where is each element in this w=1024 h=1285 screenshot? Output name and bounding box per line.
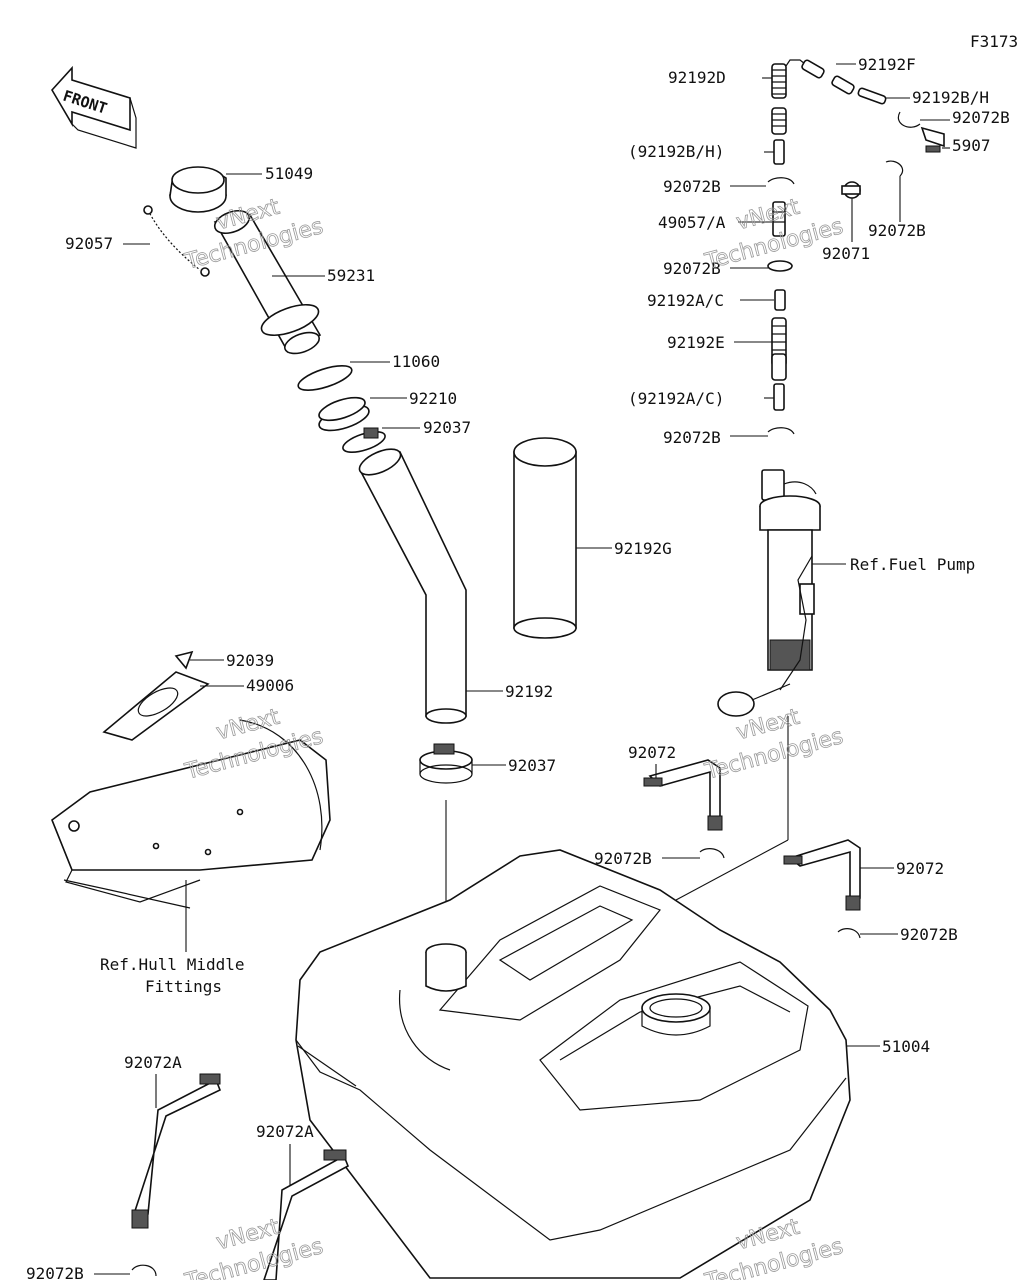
hose-clamp-lower bbox=[419, 743, 473, 784]
label-92192: 92192 bbox=[505, 682, 553, 701]
pump-strap-upper bbox=[643, 759, 723, 831]
label-92072a-1: 92072A bbox=[124, 1053, 182, 1072]
label-92210: 92210 bbox=[409, 389, 457, 408]
label-92192e: 92192E bbox=[667, 333, 725, 352]
label-92072b-2: 92072B bbox=[663, 177, 721, 196]
label-49006: 49006 bbox=[246, 676, 294, 695]
label-92192ac-paren: (92192A/C) bbox=[628, 389, 724, 408]
label-92072b-1: 92072B bbox=[952, 108, 1010, 127]
label-92072-upper: 92072 bbox=[628, 743, 676, 762]
pump-strap-lower bbox=[783, 839, 861, 911]
filler-neck bbox=[213, 209, 322, 355]
label-92037-upper: 92037 bbox=[423, 418, 471, 437]
label-92072b-4: 92072B bbox=[663, 259, 721, 278]
label-92039: 92039 bbox=[226, 651, 274, 670]
label-92072b-3: 92072B bbox=[868, 221, 926, 240]
clip-icon bbox=[837, 928, 861, 939]
front-arrow-icon: FRONT bbox=[51, 65, 137, 149]
label-51004: 51004 bbox=[882, 1037, 930, 1056]
label-92072b-7: 92072B bbox=[900, 925, 958, 944]
fuel-tank bbox=[295, 849, 851, 1279]
label-92072a-2: 92072A bbox=[256, 1122, 314, 1141]
hose-clamp-upper bbox=[342, 427, 386, 454]
hull-middle-fittings bbox=[51, 719, 331, 909]
gasket bbox=[297, 365, 353, 391]
figure-code: F3173 bbox=[970, 32, 1018, 51]
label-92072b-5: 92072B bbox=[663, 428, 721, 447]
label-92192bh: 92192B/H bbox=[912, 88, 989, 107]
label-51049: 51049 bbox=[265, 164, 313, 183]
label-92072b-6: 92072B bbox=[594, 849, 652, 868]
label-ref-fuel-pump: Ref.Fuel Pump bbox=[850, 555, 975, 574]
mount-plate bbox=[102, 671, 210, 741]
label-5907: 5907 bbox=[952, 136, 991, 155]
clip-icon bbox=[131, 1264, 157, 1277]
label-92037-lower: 92037 bbox=[508, 756, 556, 775]
fuel-pump-assembly bbox=[717, 469, 821, 717]
label-92072-lower: 92072 bbox=[896, 859, 944, 878]
label-59231: 59231 bbox=[327, 266, 375, 285]
label-11060: 11060 bbox=[392, 352, 440, 371]
label-ref-hull-1: Ref.Hull Middle bbox=[100, 955, 245, 974]
label-92192d: 92192D bbox=[668, 68, 726, 87]
fuel-cap bbox=[169, 166, 227, 213]
filler-hose bbox=[358, 448, 467, 724]
clip-icon bbox=[699, 848, 725, 859]
pump-hose-parts bbox=[767, 59, 945, 435]
hose-sleeve bbox=[513, 437, 577, 639]
label-92192g: 92192G bbox=[614, 539, 672, 558]
label-92072b-8: 92072B bbox=[26, 1264, 84, 1280]
label-92192ac: 92192A/C bbox=[647, 291, 724, 310]
label-ref-hull-2: Fittings bbox=[145, 977, 222, 996]
tether-cord bbox=[143, 205, 210, 277]
tank-strap-left bbox=[131, 1073, 222, 1229]
label-92192f: 92192F bbox=[858, 55, 916, 74]
label-92192bh-paren: (92192B/H) bbox=[628, 142, 724, 161]
label-92071: 92071 bbox=[822, 244, 870, 263]
label-49057a: 49057/A bbox=[658, 213, 726, 232]
push-clip bbox=[174, 650, 194, 670]
label-92057: 92057 bbox=[65, 234, 113, 253]
ring-nut bbox=[318, 396, 370, 432]
